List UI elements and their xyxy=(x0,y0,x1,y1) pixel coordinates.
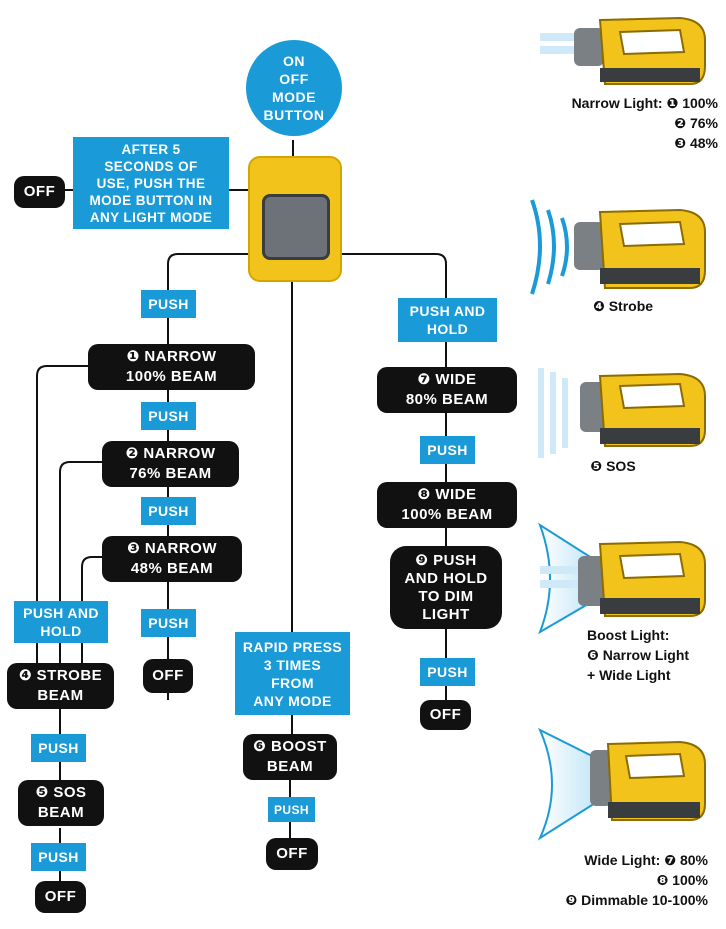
wide-80-beam-node: ❼ WIDE 80% BEAM xyxy=(377,367,517,413)
strobe-beam-node: ❹ STROBE BEAM xyxy=(7,663,114,709)
push-label: PUSH xyxy=(141,609,196,637)
mode-label-line: BEAM xyxy=(266,758,314,775)
narrow-light-caption: Narrow Light: ❶ 100% ❷ 76% ❸ 48% xyxy=(520,93,718,153)
mode-label-line: ❶ NARROW xyxy=(126,348,217,365)
sos-caption: ❺ SOS xyxy=(590,458,636,474)
strobe-caption: ❹ Strobe xyxy=(592,298,654,314)
mode-label-line: ❹ STROBE xyxy=(18,667,103,684)
mode-label-line: ❼ WIDE xyxy=(417,371,477,388)
mode-label-line: 100% BEAM xyxy=(401,506,493,523)
caption-line: Wide Light: ❼ 80% xyxy=(584,852,708,868)
push-hold-dim-node: ❾ PUSH AND HOLD TO DIM LIGHT xyxy=(390,546,502,629)
caption-line: + Wide Light xyxy=(587,667,671,683)
label-line: PUSH AND xyxy=(23,605,99,621)
note-line: ANY MODE xyxy=(253,692,332,709)
mode-label-line: 100% BEAM xyxy=(125,368,218,385)
narrow-76-beam-node: ❷ NARROW 76% BEAM xyxy=(102,441,239,487)
power-label-line: MODE xyxy=(272,89,316,105)
power-label-line: ON xyxy=(283,53,305,69)
note-line: 3 TIMES xyxy=(263,656,322,673)
push-label: PUSH xyxy=(31,734,86,762)
mode-button-icon[interactable] xyxy=(262,194,330,260)
mode-label-line: ❽ WIDE xyxy=(417,486,477,503)
sos-lantern-icon xyxy=(538,368,706,458)
boost-beam-node: ❻ BOOST BEAM xyxy=(243,734,337,780)
push-label: PUSH xyxy=(31,843,86,871)
mode-label-line: ❾ PUSH xyxy=(415,551,477,569)
narrow-light-lantern-icon xyxy=(540,16,706,85)
boost-lantern-icon xyxy=(538,522,706,635)
rapid-press-note: RAPID PRESS 3 TIMES FROM ANY MODE xyxy=(235,632,350,715)
caption-line: ❸ 48% xyxy=(674,135,718,151)
off-node: OFF xyxy=(35,881,86,913)
mode-label-line: BEAM xyxy=(37,687,84,704)
narrow-48-beam-node: ❸ NARROW 48% BEAM xyxy=(102,536,242,582)
off-node: OFF xyxy=(266,838,318,870)
caption-line: Boost Light: xyxy=(587,627,670,643)
off-node: OFF xyxy=(143,659,193,693)
push-and-hold-label: PUSH AND HOLD xyxy=(398,298,497,342)
mode-label-line: AND HOLD xyxy=(404,569,488,587)
label-line: PUSH AND xyxy=(409,303,486,319)
power-label-line: OFF xyxy=(279,71,309,87)
off-node: OFF xyxy=(420,700,471,730)
caption-line: ❻ Narrow Light xyxy=(587,647,690,663)
mode-label-line: ❺ SOS xyxy=(35,784,87,801)
on-off-mode-button-label: ON OFF MODE BUTTON xyxy=(246,40,342,136)
note-line: RAPID PRESS xyxy=(242,638,343,655)
mode-label-line: LIGHT xyxy=(422,605,470,623)
sos-beam-node: ❺ SOS BEAM xyxy=(18,780,104,826)
mode-label-line: BEAM xyxy=(37,804,85,821)
push-label: PUSH xyxy=(268,797,315,822)
strobe-lantern-icon xyxy=(530,199,706,295)
caption-line: ❾ Dimmable 10-100% xyxy=(565,892,708,908)
push-and-hold-label: PUSH AND HOLD xyxy=(14,601,108,643)
mode-label-line: 80% BEAM xyxy=(405,391,489,408)
note-line: MODE BUTTON IN xyxy=(89,192,213,208)
power-label-line: BUTTON xyxy=(263,107,325,123)
after-five-seconds-note: AFTER 5 SECONDS OF USE, PUSH THE MODE BU… xyxy=(73,137,229,229)
note-line: AFTER 5 xyxy=(121,141,181,157)
caption-line: ❽ 100% xyxy=(656,872,708,888)
wide-light-caption: Wide Light: ❼ 80% ❽ 100% ❾ Dimmable 10-1… xyxy=(520,850,708,910)
boost-light-caption: Boost Light: ❻ Narrow Light + Wide Light xyxy=(587,625,723,685)
mode-label-line: 76% BEAM xyxy=(129,465,212,482)
mode-button-device xyxy=(248,156,342,282)
note-line: USE, PUSH THE xyxy=(96,175,206,191)
mode-label-line: TO DIM xyxy=(418,587,474,605)
label-line: HOLD xyxy=(426,321,469,337)
note-line: SECONDS OF xyxy=(104,158,198,174)
push-label: PUSH xyxy=(420,658,475,686)
mode-label-line: ❷ NARROW xyxy=(125,445,216,462)
note-line: FROM xyxy=(271,674,314,691)
mode-label-line: ❻ BOOST xyxy=(253,738,327,755)
wide-100-beam-node: ❽ WIDE 100% BEAM xyxy=(377,482,517,528)
mode-label-line: ❸ NARROW xyxy=(126,540,218,557)
push-label: PUSH xyxy=(420,436,475,464)
wide-light-lantern-icon xyxy=(537,727,706,841)
note-line: ANY LIGHT MODE xyxy=(89,209,213,225)
caption-line: ❷ 76% xyxy=(674,115,718,131)
push-label: PUSH xyxy=(141,497,196,525)
push-label: PUSH xyxy=(141,290,196,318)
mode-label-line: 48% BEAM xyxy=(130,560,214,577)
caption-line: Narrow Light: ❶ 100% xyxy=(571,95,718,111)
push-label: PUSH xyxy=(141,402,196,430)
off-node: OFF xyxy=(14,176,65,208)
narrow-100-beam-node: ❶ NARROW 100% BEAM xyxy=(88,344,255,390)
label-line: HOLD xyxy=(40,623,82,639)
